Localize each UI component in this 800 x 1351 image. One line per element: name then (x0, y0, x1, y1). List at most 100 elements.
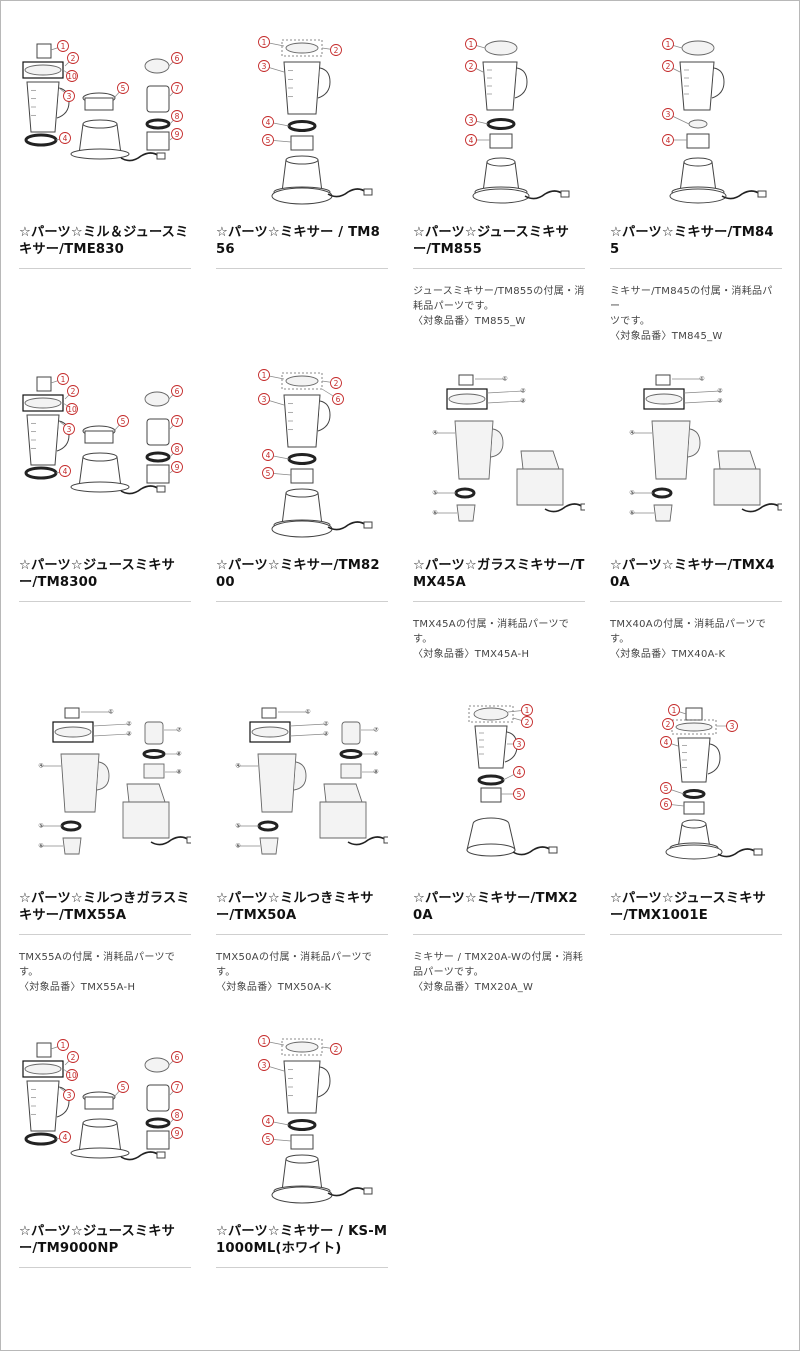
svg-text:8: 8 (175, 445, 180, 454)
product-title-link[interactable]: ☆パーツ☆ジュースミキサー/TM855 (413, 224, 585, 269)
callout-number: ⑤ (629, 490, 653, 497)
svg-text:1: 1 (469, 40, 474, 49)
product-title-link[interactable]: ☆パーツ☆ガラスミキサー/TMX45A (413, 557, 585, 602)
jar-handle-shape (317, 1066, 331, 1098)
callout-number: 3 (58, 420, 75, 435)
callout-number: 1 (50, 40, 69, 52)
product-title-link[interactable]: ☆パーツ☆ミキサー / KS-M1000ML(ホワイト) (216, 1223, 388, 1268)
svg-text:4: 4 (666, 136, 671, 145)
callout-number: 1 (50, 373, 69, 385)
callout-number: 2 (321, 44, 342, 56)
description-line: す。 (610, 634, 630, 645)
svg-text:1: 1 (262, 371, 267, 380)
svg-text:5: 5 (664, 784, 669, 793)
callout-number: 2 (64, 385, 79, 400)
product-title-link[interactable]: ☆パーツ☆ジュースミキサー/TM9000NP (19, 1223, 191, 1268)
svg-text:10: 10 (67, 72, 77, 81)
callout-number: ④ (235, 763, 258, 770)
callout-number: 6 (168, 385, 183, 400)
description-line: TMX50Aの付属・消耗品パーツで (216, 952, 373, 963)
svg-text:5: 5 (266, 1135, 271, 1144)
callout-number: 1 (507, 704, 533, 716)
svg-text:1: 1 (666, 40, 671, 49)
svg-text:6: 6 (175, 387, 180, 396)
callout-number: 5 (113, 1081, 129, 1098)
callout-number: 2 (662, 718, 674, 730)
callout-number: 1 (258, 369, 285, 381)
product-title-link[interactable]: ☆パーツ☆ジュースミキサー/TM8300 (19, 557, 191, 602)
callout-number: ① (672, 376, 705, 383)
product-title-link[interactable]: ☆パーツ☆ミルつきミキサー/TMX50A (216, 890, 388, 935)
description-line: TMX55Aの付属・消耗品パーツで (19, 952, 176, 963)
callout-number: 7 (169, 415, 183, 430)
product-description: ミキサー/TM845の付属・消耗品パーツです。〈対象品番〉TM845_W (610, 284, 782, 344)
jar-body-shape (679, 61, 715, 111)
callout-number: 2 (64, 52, 79, 67)
power-cord-shape (120, 485, 160, 495)
product-title-link[interactable]: ☆パーツ☆ミキサー/TMX40A (610, 557, 782, 602)
product-title-link[interactable]: ☆パーツ☆ミル＆ジュースミキサー/TME830 (19, 224, 191, 269)
jar-body-shape (283, 1060, 321, 1114)
description-line: 〈対象品番〉TMX20A_W (413, 982, 534, 993)
svg-text:8: 8 (175, 112, 180, 121)
svg-text:4: 4 (517, 768, 522, 777)
product-title-link[interactable]: ☆パーツ☆ミキサー/TMX20A (413, 890, 585, 935)
svg-text:③: ③ (520, 398, 525, 405)
product-title-link[interactable]: ☆パーツ☆ミルつきガラスミキサー/TMX55A (19, 890, 191, 935)
power-cord-shape (717, 848, 757, 858)
svg-text:1: 1 (61, 1041, 66, 1050)
svg-text:3: 3 (67, 425, 72, 434)
callout-number: 4 (55, 132, 71, 144)
callout-number: 5 (262, 134, 292, 146)
callout-number: 10 (62, 69, 78, 82)
svg-text:①: ① (108, 709, 113, 716)
product-title-link[interactable]: ☆パーツ☆ジュースミキサー/TMX1001E (610, 890, 782, 935)
product-title-link[interactable]: ☆パーツ☆ミキサー/TM8200 (216, 557, 388, 602)
callout-number: 3 (465, 114, 489, 126)
description-line: ツです。 (610, 316, 651, 327)
callout-number: ⑧ (165, 751, 182, 758)
callout-number: ① (81, 709, 114, 716)
svg-text:2: 2 (334, 379, 339, 388)
svg-text:①: ① (305, 709, 310, 716)
callout-number: 3 (58, 1086, 75, 1101)
product-title-link[interactable]: ☆パーツ☆ミキサー/TM845 (610, 224, 782, 269)
callout-number: ⑥ (629, 510, 654, 517)
product-title-link[interactable]: ☆パーツ☆ミキサー / TM856 (216, 224, 388, 269)
callout-number: ⑤ (235, 823, 259, 830)
callout-number: 3 (258, 60, 285, 73)
svg-text:4: 4 (266, 118, 271, 127)
